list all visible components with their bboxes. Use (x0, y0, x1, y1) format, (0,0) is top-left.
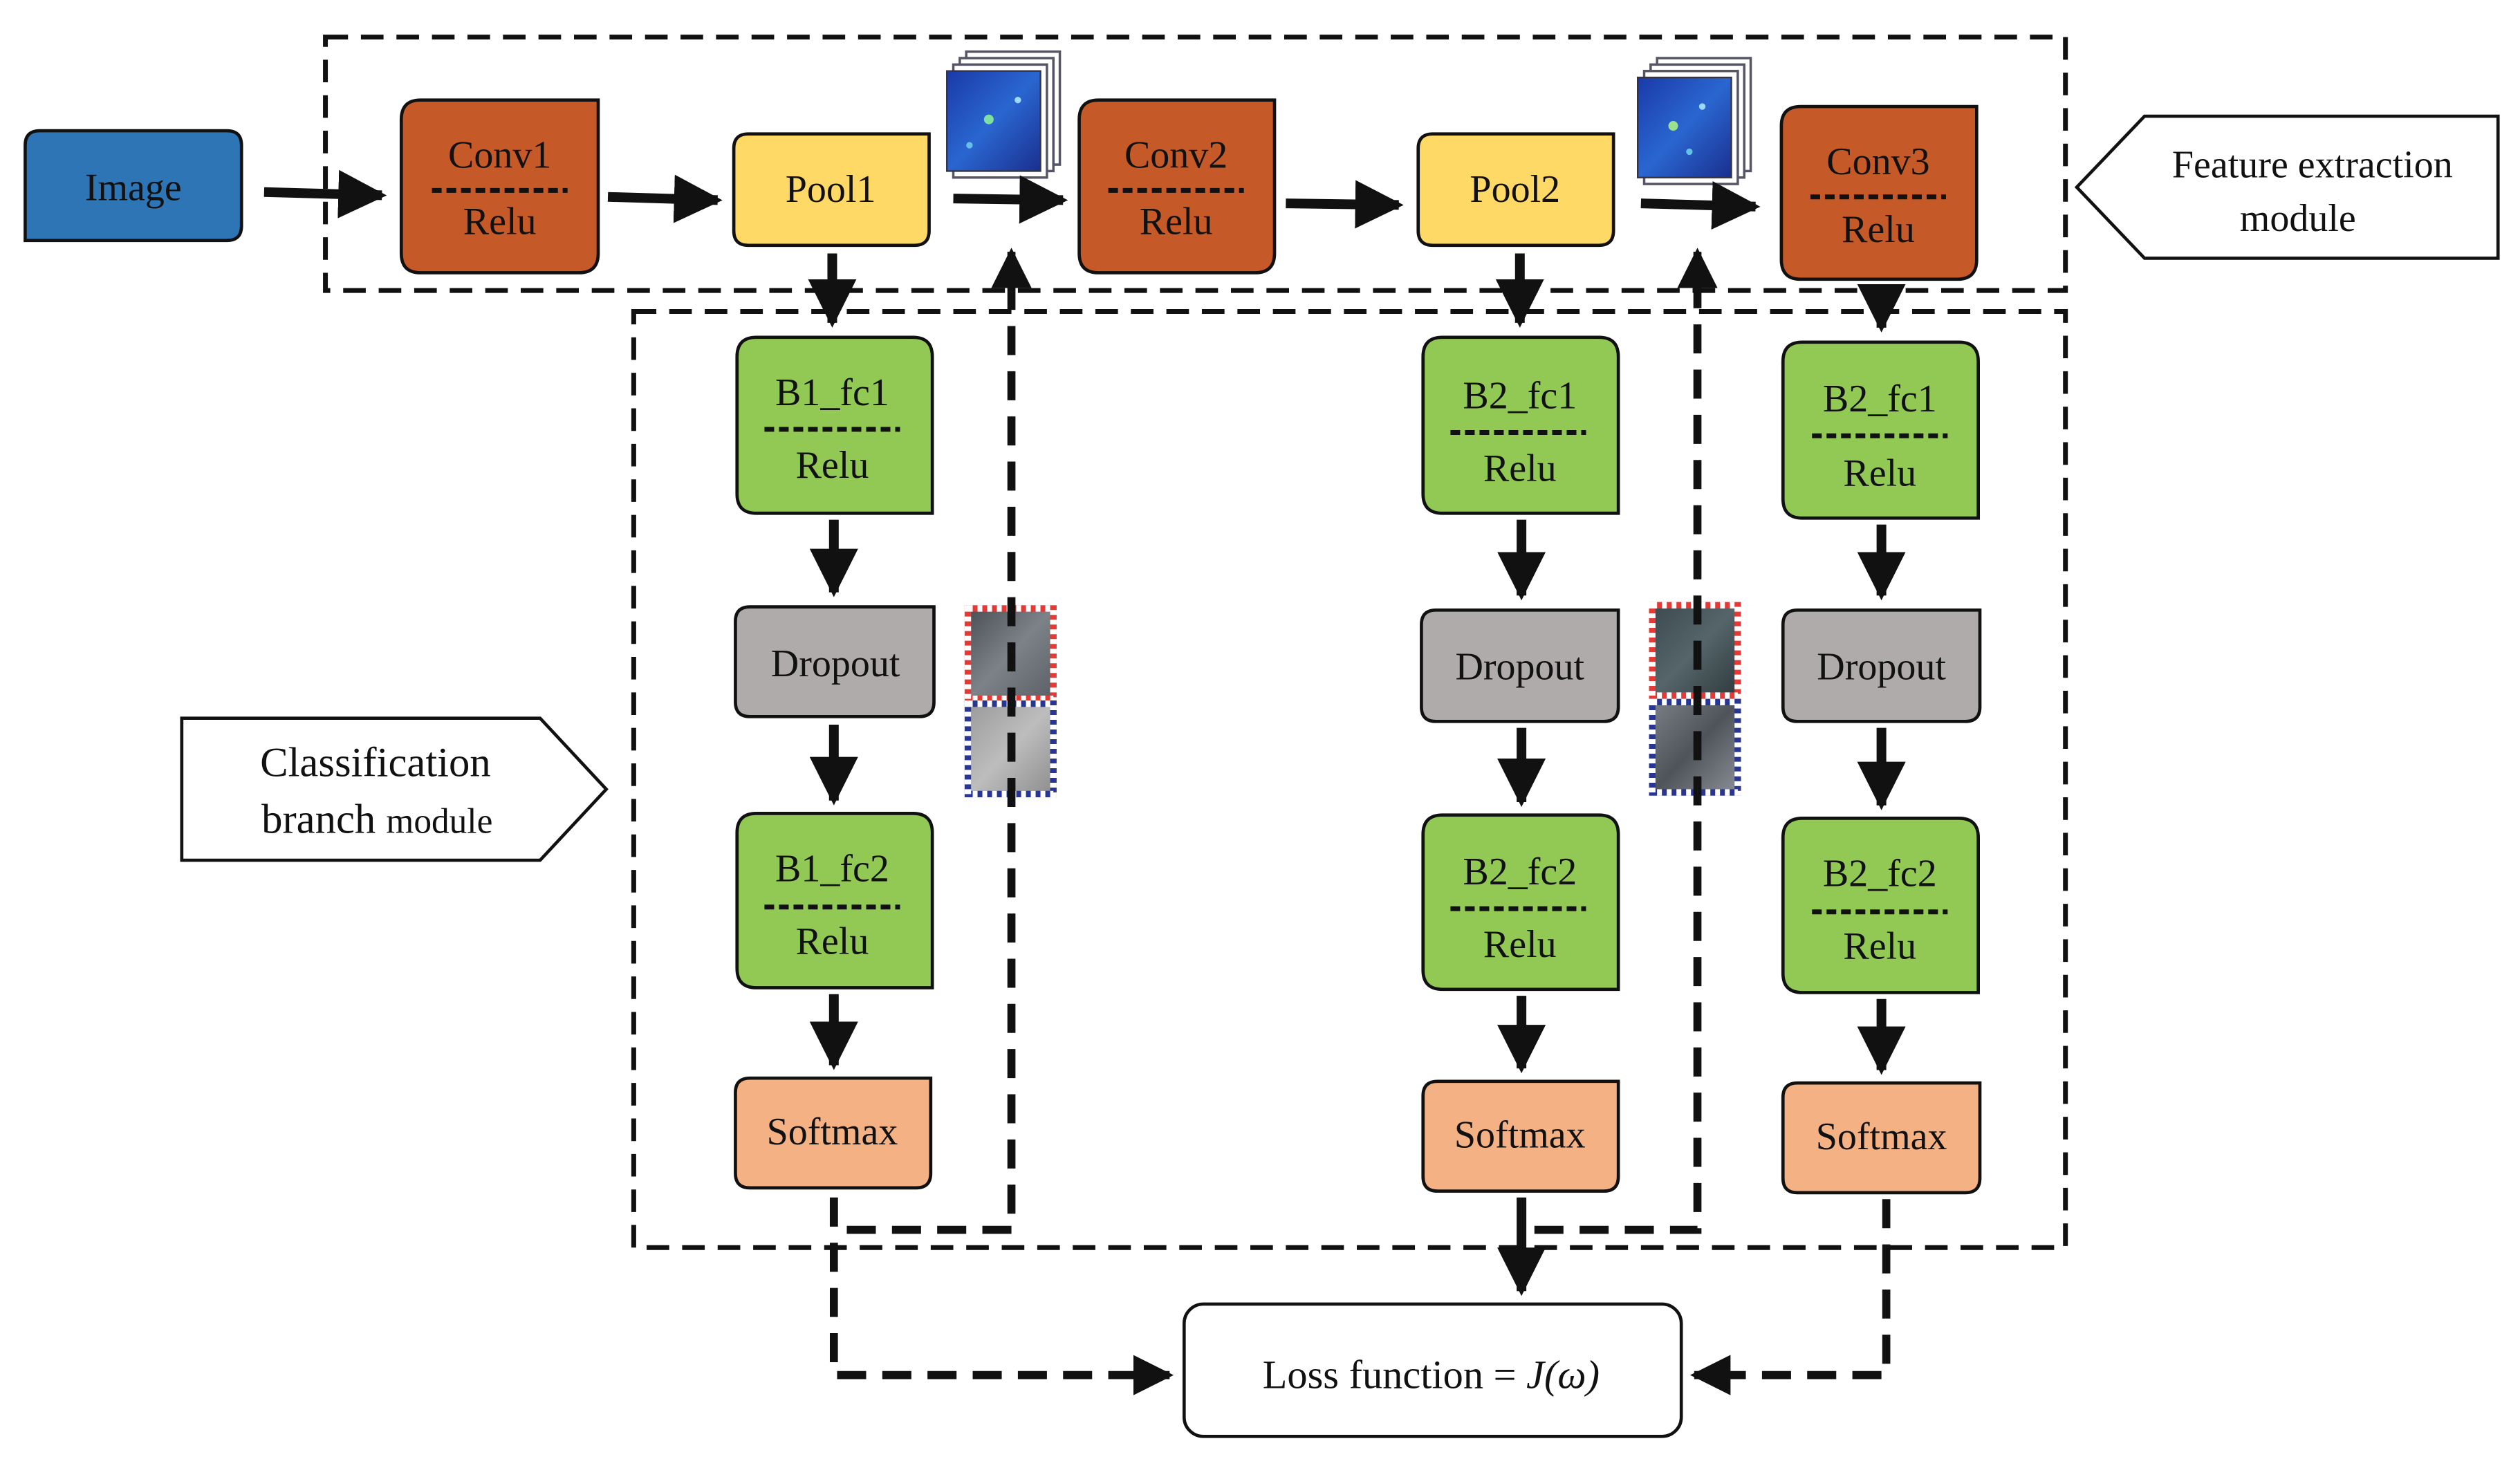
classification-branch-frame (631, 308, 2068, 1250)
conv3-label: Conv3 (1826, 140, 1929, 183)
pool2-block (1416, 132, 1615, 248)
conv3-relu-label: Relu (1842, 208, 1915, 251)
loss-function-prefix: Loss function = (1263, 1352, 1526, 1397)
dashed-b1softmax-to-loss (829, 1197, 1174, 1395)
branch3-softmax-label: Softmax (1816, 1115, 1947, 1158)
branch1-fc2-block (735, 812, 934, 989)
conv1-block (399, 98, 600, 275)
feature-callout-line2: module (2240, 197, 2356, 240)
conv1-label: Conv1 (448, 134, 551, 177)
classification-callout-module: module (386, 801, 492, 841)
branch2-fc1-relu-label: Relu (1483, 447, 1557, 490)
branch3-fc1-label: B2_fc1 (1823, 378, 1937, 420)
loss-function-label: Loss function = J(ω) (1263, 1352, 1600, 1397)
arrow-pool2-to-conv3 (1640, 180, 1761, 230)
classification-callout-branch: branch (261, 796, 376, 842)
image-block (24, 129, 243, 243)
classification-callout-line1: Classification (260, 740, 491, 786)
branch2-dropout-block (1420, 608, 1620, 723)
feature-extraction-frame (323, 35, 2068, 293)
branch1-fc1-label: B1_fc1 (775, 371, 889, 414)
image-label: Image (85, 166, 182, 209)
branch1-fc2-label: B1_fc2 (775, 847, 889, 890)
branch1-fc1-relu-label: Relu (796, 444, 869, 487)
branch2-fc2-relu-label: Relu (1483, 923, 1557, 966)
branch3-fc1-relu-label: Relu (1843, 452, 1916, 495)
dashed-b3softmax-to-loss (1690, 1199, 1891, 1395)
arrow-pool1-to-conv2 (953, 175, 1068, 224)
branch1-fc1-block (735, 335, 934, 515)
branch2-fc1-label: B2_fc1 (1463, 375, 1577, 418)
conv1-relu-label: Relu (463, 200, 537, 243)
branch2-fc2-label: B2_fc2 (1463, 851, 1577, 893)
branch2-softmax-label: Softmax (1454, 1114, 1586, 1157)
conv2-label: Conv2 (1124, 134, 1227, 177)
branch2-fc2-block (1421, 813, 1620, 992)
branch1-dropout-block (734, 605, 936, 718)
feature-map-stack-1 (946, 50, 1062, 179)
conv2-relu-label: Relu (1140, 200, 1213, 243)
dashed-b2softmax-to-pool2-conv3 (1517, 248, 1718, 1234)
arrow-conv1-to-pool1 (607, 174, 723, 223)
conv2-block (1077, 98, 1277, 275)
arrow-conv2-to-pool2 (1286, 180, 1404, 229)
loss-function-formula: J(ω) (1526, 1352, 1600, 1397)
branch1-dropout-label: Dropout (771, 642, 900, 685)
branch3-fc2-relu-label: Relu (1843, 924, 1916, 967)
conv3-block (1779, 104, 1979, 281)
pool1-block (732, 132, 931, 248)
branch2-softmax-block (1421, 1079, 1620, 1193)
branch3-fc1-block (1781, 340, 1980, 520)
branch2-dropout-label: Dropout (1455, 646, 1584, 689)
arrow-image-to-conv1 (263, 169, 387, 219)
branch3-fc2-label: B2_fc2 (1823, 852, 1937, 895)
feature-callout-line1: Feature extraction (2172, 144, 2453, 187)
branch3-dropout-block (1781, 608, 1982, 723)
loss-function-box (1182, 1302, 1683, 1438)
branch3-dropout-label: Dropout (1817, 646, 1946, 689)
branch3-softmax-block (1781, 1081, 1982, 1195)
classification-branch-callout (180, 716, 609, 862)
pool1-label: Pool1 (786, 168, 876, 211)
classification-callout-line2: branch module (261, 796, 492, 842)
pool2-label: Pool2 (1470, 168, 1560, 211)
branch1-softmax-block (734, 1076, 933, 1190)
feature-extraction-callout (2074, 114, 2500, 260)
branch2-fc1-block (1421, 335, 1620, 515)
branch3-fc2-block (1781, 817, 1980, 994)
feature-map-stack-2 (1637, 57, 1752, 185)
branch1-fc2-relu-label: Relu (796, 920, 869, 963)
branch1-softmax-label: Softmax (767, 1110, 898, 1153)
